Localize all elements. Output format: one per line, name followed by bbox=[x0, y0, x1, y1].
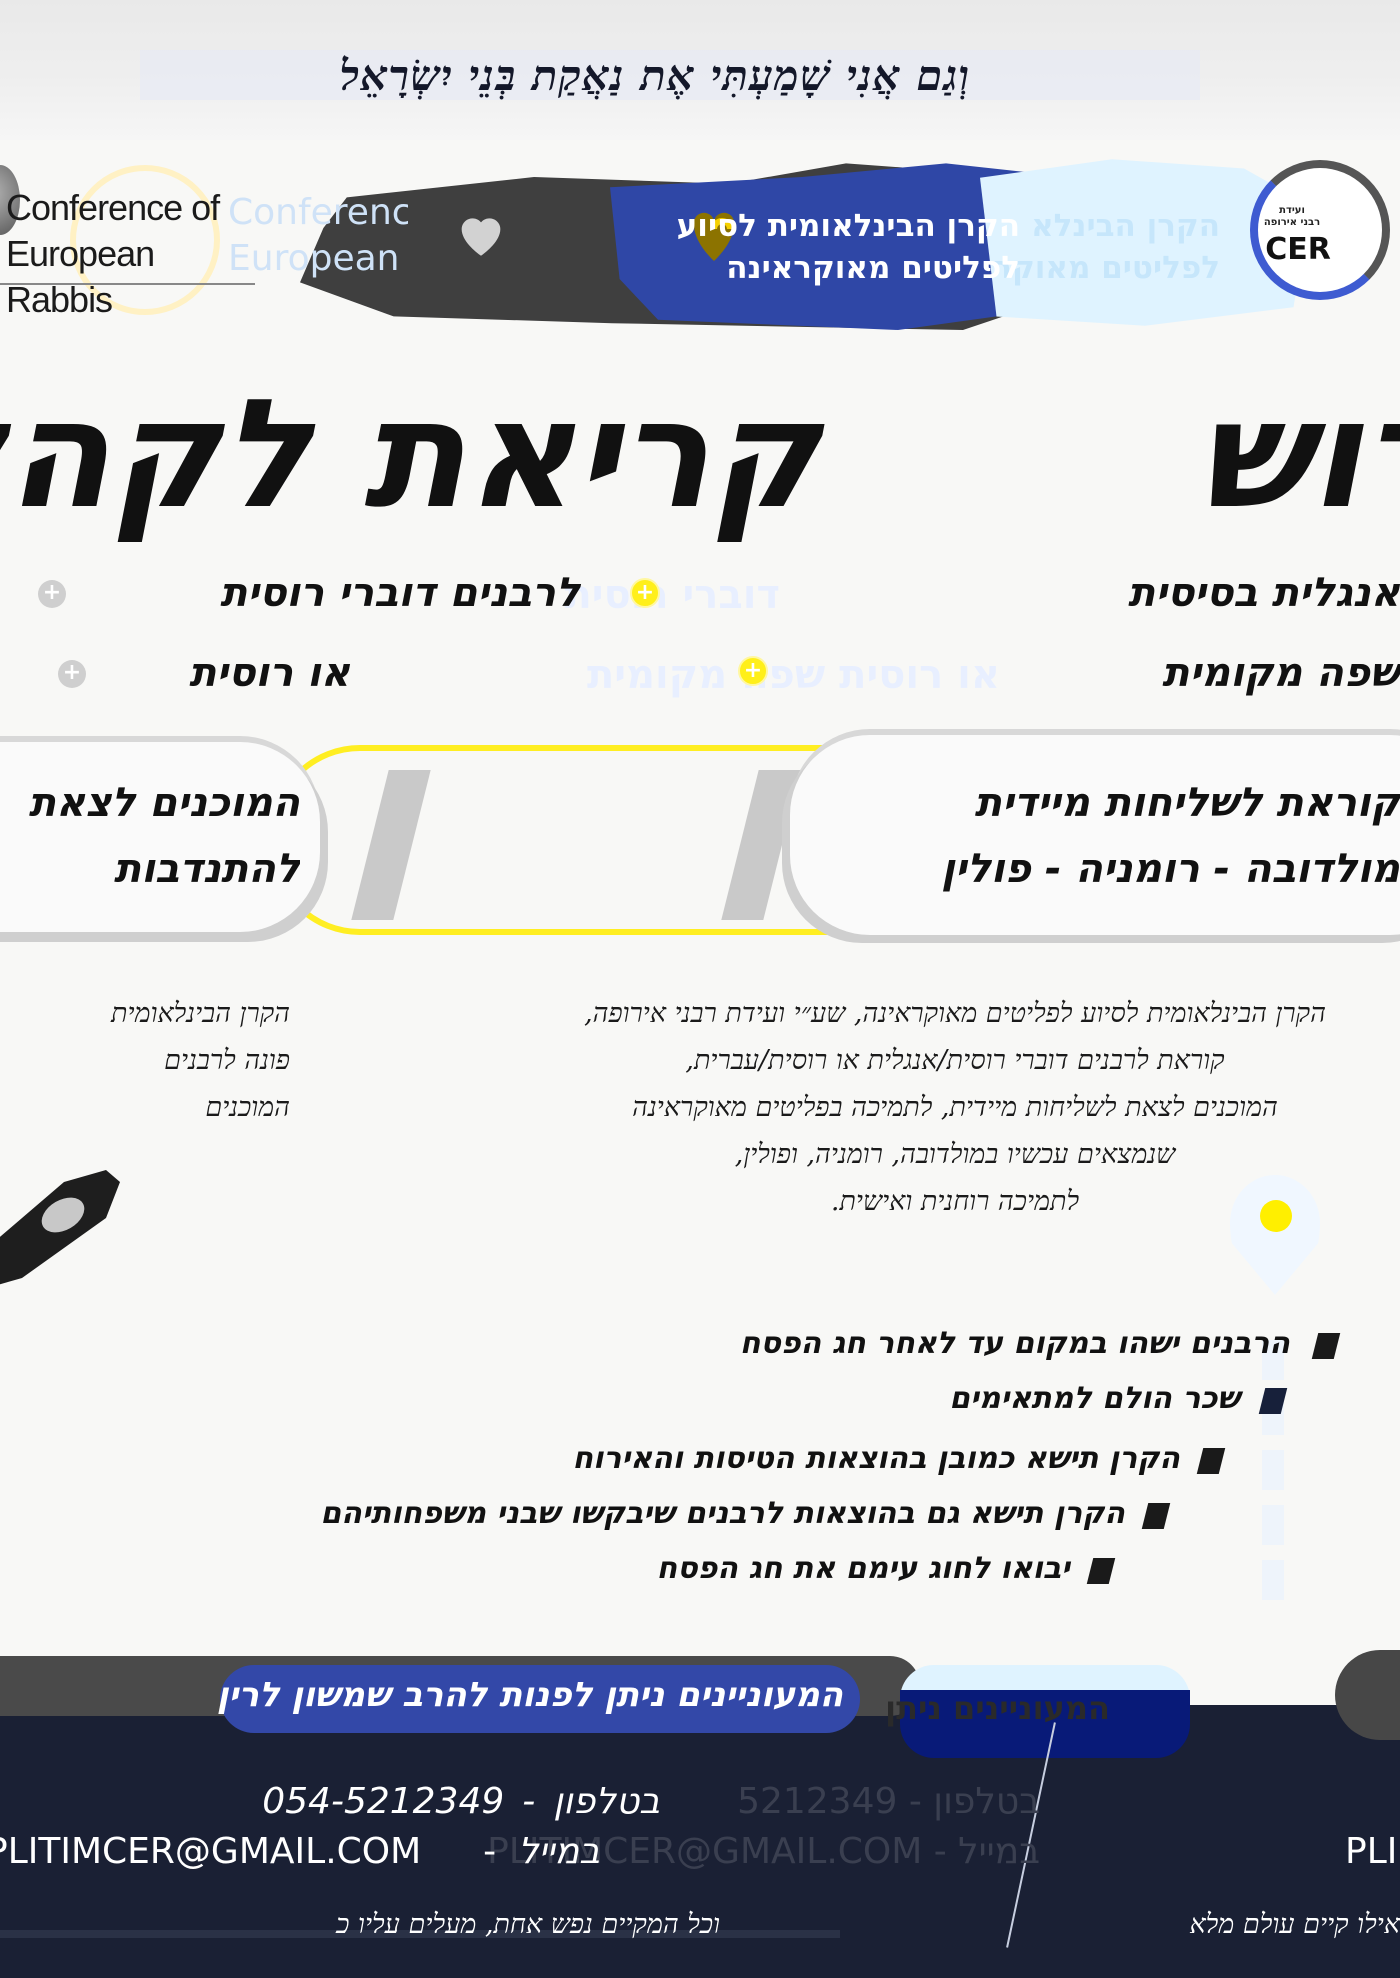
body-paragraph: הקרן הבינלאומית לסיוע לפליטים מאוקראינה,… bbox=[584, 998, 1326, 1217]
phone-label: בטלפון bbox=[553, 1781, 660, 1822]
map-pin-icon bbox=[1230, 1175, 1320, 1295]
fund-title-line1: הקרן הבינלאומית לסיוע bbox=[676, 208, 1020, 244]
bullet-ghost bbox=[1262, 1450, 1284, 1490]
cer-logo-abbr: CER bbox=[1265, 232, 1331, 267]
volunteers-pill-text: המוכנים לצאת להתנדבות bbox=[28, 780, 300, 892]
footer-quote-left: וכל המקיים נפש אחת, מעלים עליו כ bbox=[336, 1909, 720, 1940]
volunteers-pill bbox=[0, 742, 320, 932]
mission-pill bbox=[790, 735, 1400, 935]
plus-bullet-icon: + bbox=[630, 578, 660, 608]
bullet-ghost bbox=[1262, 1505, 1284, 1545]
heart-icon bbox=[690, 205, 738, 265]
email-link[interactable]: PLITIMCER@GMAIL.COM bbox=[0, 1831, 422, 1872]
headline-left: קריאת לקהל bbox=[0, 368, 820, 542]
fund-title-line2: לפליטים מאוקראינה bbox=[726, 250, 1020, 286]
separator: - bbox=[483, 1831, 497, 1872]
footer-quote-right: אילו קיים עולם מלא bbox=[1189, 1909, 1400, 1940]
plus-bullet-icon: + bbox=[58, 660, 86, 688]
tagline-1-tail: אנגלית בסיסית bbox=[1128, 570, 1400, 616]
banner-ghost-text: הקרן הבינלא לפליטים מאוקר bbox=[993, 208, 1220, 286]
tagline-2-tail: שפה מקומית bbox=[1162, 650, 1400, 696]
bullet-icon bbox=[1086, 1558, 1116, 1584]
phone-link[interactable]: 054-5212349 bbox=[262, 1781, 505, 1822]
tagline-ghost: או רוסית שפה מקומית bbox=[586, 652, 1000, 698]
footer-edge bbox=[0, 1930, 840, 1938]
plus-bullet-icon: + bbox=[738, 656, 768, 686]
bullet-ghost bbox=[1262, 1340, 1284, 1380]
contact-title-ghost: המעוניינים ניתן bbox=[885, 1689, 1110, 1727]
fund-title: הקרן הבינלאומית לסיוע לפליטים מאוקראינה bbox=[520, 205, 1020, 295]
bullet-ghost bbox=[1262, 1560, 1284, 1600]
logo-ghost-text: Conference of European Rabbis bbox=[228, 192, 408, 279]
cer-logo-hebrew: ועידת רבני אירופה bbox=[1263, 205, 1321, 228]
phone-ghost: בטלפון - 5212349 bbox=[737, 1781, 1040, 1822]
bullet-item: הרבנים ישהו במקום עד לאחר חג הפסח bbox=[739, 1326, 1290, 1361]
tagline-1: לרבנים דוברי רוסית bbox=[220, 570, 580, 616]
email-ghost: במייל - PLITIMCER@GMAIL.COM bbox=[487, 1831, 1040, 1872]
mission-pill-text: קוראת לשליחות מיידית מולדובה - רומניה - … bbox=[941, 780, 1400, 892]
bullet-item: הקרן תישא גם בהוצאות לרבנים שיבקשו שבני … bbox=[320, 1496, 1125, 1531]
leaf-icon bbox=[0, 165, 20, 235]
contact-pill-blue bbox=[220, 1665, 860, 1733]
email-row: במייל - PLITIMCER@GMAIL.COM bbox=[0, 1830, 600, 1874]
contact-pill-navy bbox=[900, 1690, 1190, 1758]
conference-logo: Conference of European Rabbis bbox=[0, 185, 255, 320]
tagline-ghost: דוברי רוסית bbox=[564, 572, 780, 618]
bullet-icon bbox=[1196, 1448, 1226, 1474]
email-label: במייל bbox=[518, 1831, 600, 1872]
headline-right: דרוש bbox=[1197, 368, 1400, 542]
phone-row: בטלפון - 054-5212349 bbox=[180, 1780, 660, 1824]
bullet-icon bbox=[1141, 1503, 1171, 1529]
top-quote: וְגַם אֲנִי שָׁמַעְתִּי אֶת נַאֲקַת בְּנ… bbox=[339, 51, 971, 100]
top-quote-highlight bbox=[140, 50, 1200, 100]
heart-icon bbox=[452, 205, 510, 263]
cer-logo bbox=[1250, 160, 1390, 300]
logo-ring bbox=[70, 165, 220, 315]
tagline-2: או רוסית bbox=[189, 650, 350, 696]
bullet-item: שכר הולם למתאימים bbox=[949, 1381, 1240, 1416]
plus-bullet-icon: + bbox=[38, 580, 66, 608]
bullet-icon bbox=[1311, 1333, 1341, 1359]
email-edge: PLI bbox=[1345, 1831, 1398, 1872]
body-paragraph-left: הקרן הבינלאומית פונה לרבנים המוכנים bbox=[111, 998, 290, 1123]
separator: - bbox=[522, 1781, 536, 1822]
map-pin-dot bbox=[1260, 1200, 1292, 1232]
contact-title: המעוניינים ניתן לפנות להרב שמשון לרין bbox=[216, 1675, 844, 1715]
decor-shape bbox=[1335, 1650, 1400, 1740]
bullet-item: יבואו לחוג עימם את חג הפסח bbox=[656, 1551, 1070, 1586]
bullet-item: הקרן תישא כמובן בהוצאות הטיסות והאירוח bbox=[572, 1441, 1180, 1476]
